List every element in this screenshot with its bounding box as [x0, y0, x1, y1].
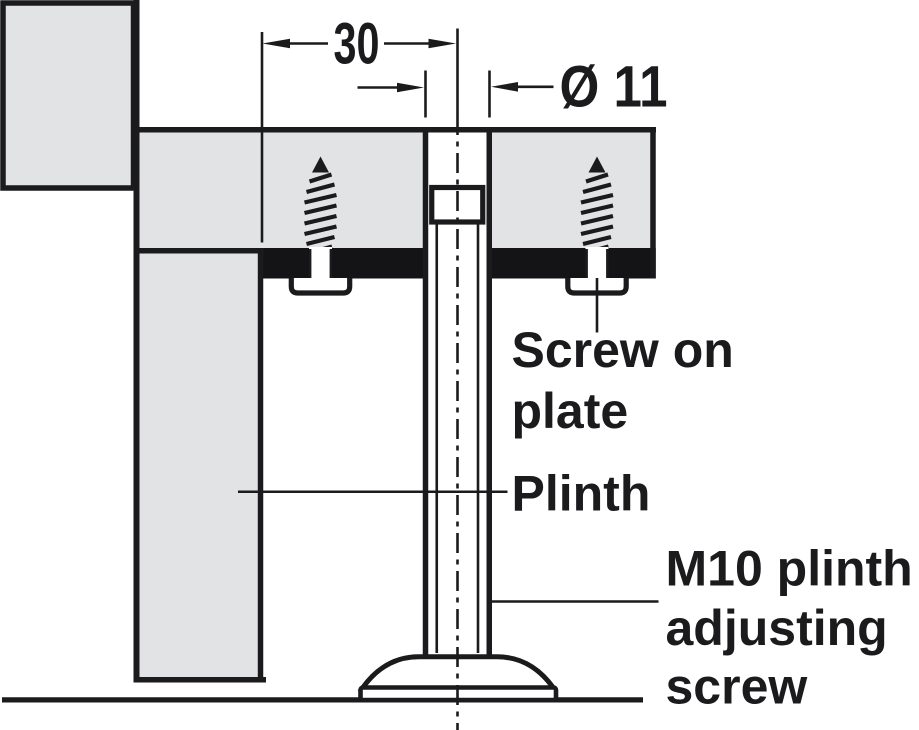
wood-screw-right	[565, 156, 629, 333]
screw-threads	[304, 172, 337, 256]
screw-shank-edges	[585, 249, 609, 278]
label-screw-on-plate: Screw on plate	[512, 322, 734, 439]
arrowhead-pointing-right-icon	[397, 82, 424, 93]
screw-shank	[309, 247, 332, 279]
wood-screw-left	[288, 156, 353, 296]
dimension-diameter-11: Ø 11	[357, 55, 668, 120]
screw-shank-edges	[308, 249, 333, 278]
label-screw-on-plate-line1: Screw on	[512, 322, 734, 378]
arrowhead-right-icon	[428, 38, 456, 49]
dimension-30-value: 30	[334, 12, 380, 77]
arrowhead-pointing-left-icon	[491, 82, 518, 92]
label-adjusting-screw: M10 plinth adjusting screw	[666, 541, 913, 715]
label-adjusting-screw-line3: screw	[666, 659, 808, 715]
arrowhead-left-icon	[262, 38, 290, 49]
screw-tip	[312, 156, 329, 173]
screw-head	[288, 278, 353, 296]
foot-dome	[357, 654, 559, 691]
label-adjusting-screw-line2: adjusting	[666, 600, 888, 656]
screw-shank	[585, 247, 609, 279]
dimension-30: 30	[260, 12, 456, 243]
dimension-diameter-value: Ø 11	[560, 55, 668, 120]
plinth-front-panel	[139, 253, 258, 678]
label-plinth: Plinth	[512, 466, 651, 522]
label-screw-on-plate-line2: plate	[512, 383, 629, 439]
screw-tip	[588, 156, 606, 173]
cabinet-side-panel	[0, 0, 137, 191]
cabinet-bottom-panel	[139, 132, 651, 249]
label-adjusting-screw-line1: M10 plinth	[666, 541, 913, 597]
screw-threads	[580, 172, 614, 256]
